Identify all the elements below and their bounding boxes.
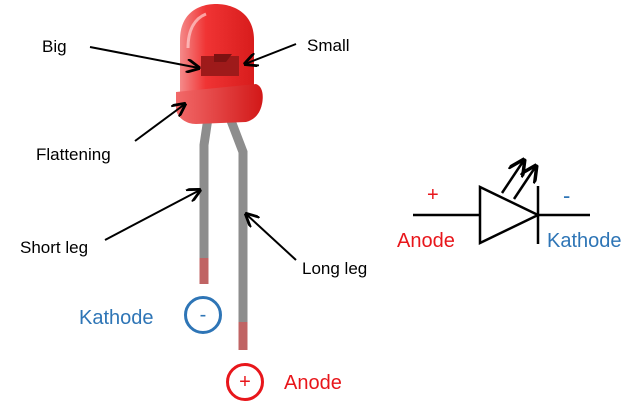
led-legs xyxy=(199,116,248,350)
big-arrow xyxy=(89,46,199,68)
long-leg-wire xyxy=(225,116,248,322)
short-leg-tip xyxy=(199,258,209,284)
red-led-icon xyxy=(176,4,263,124)
big-label: Big xyxy=(42,37,67,56)
kathode-label: Kathode xyxy=(79,307,154,329)
led-dome xyxy=(180,4,254,98)
schematic-kathode-label: Kathode xyxy=(547,230,622,252)
plus-sign: + xyxy=(239,370,251,393)
flattening-label: Flattening xyxy=(36,145,111,164)
minus-sign: - xyxy=(199,303,207,326)
schematic-triangle xyxy=(478,185,541,245)
led-die xyxy=(201,56,239,76)
minus-circle-icon: - xyxy=(184,296,222,334)
long-leg-arrow xyxy=(246,214,297,261)
plus-circle-icon: + xyxy=(226,363,264,401)
short-leg-label: Short leg xyxy=(20,238,89,257)
led-rim xyxy=(176,84,263,124)
short-leg-wire xyxy=(199,117,213,258)
small-label: Small xyxy=(307,36,350,55)
led-schematic-symbol-icon xyxy=(413,160,590,245)
led-highlight xyxy=(186,12,207,49)
schematic-minus: - xyxy=(563,183,571,208)
schematic-anode-label: Anode xyxy=(397,230,455,252)
flattening-arrow xyxy=(134,104,185,142)
long-leg-label: Long leg xyxy=(302,259,368,278)
anode-label: Anode xyxy=(284,372,342,394)
emission-arrow-2 xyxy=(512,166,536,200)
long-leg-tip xyxy=(238,322,248,350)
small-arrow xyxy=(245,43,297,64)
schematic-plus: + xyxy=(427,184,439,206)
led-die-anvil xyxy=(214,54,232,62)
short-leg-arrow xyxy=(104,190,200,241)
pointer-arrows xyxy=(89,43,297,261)
